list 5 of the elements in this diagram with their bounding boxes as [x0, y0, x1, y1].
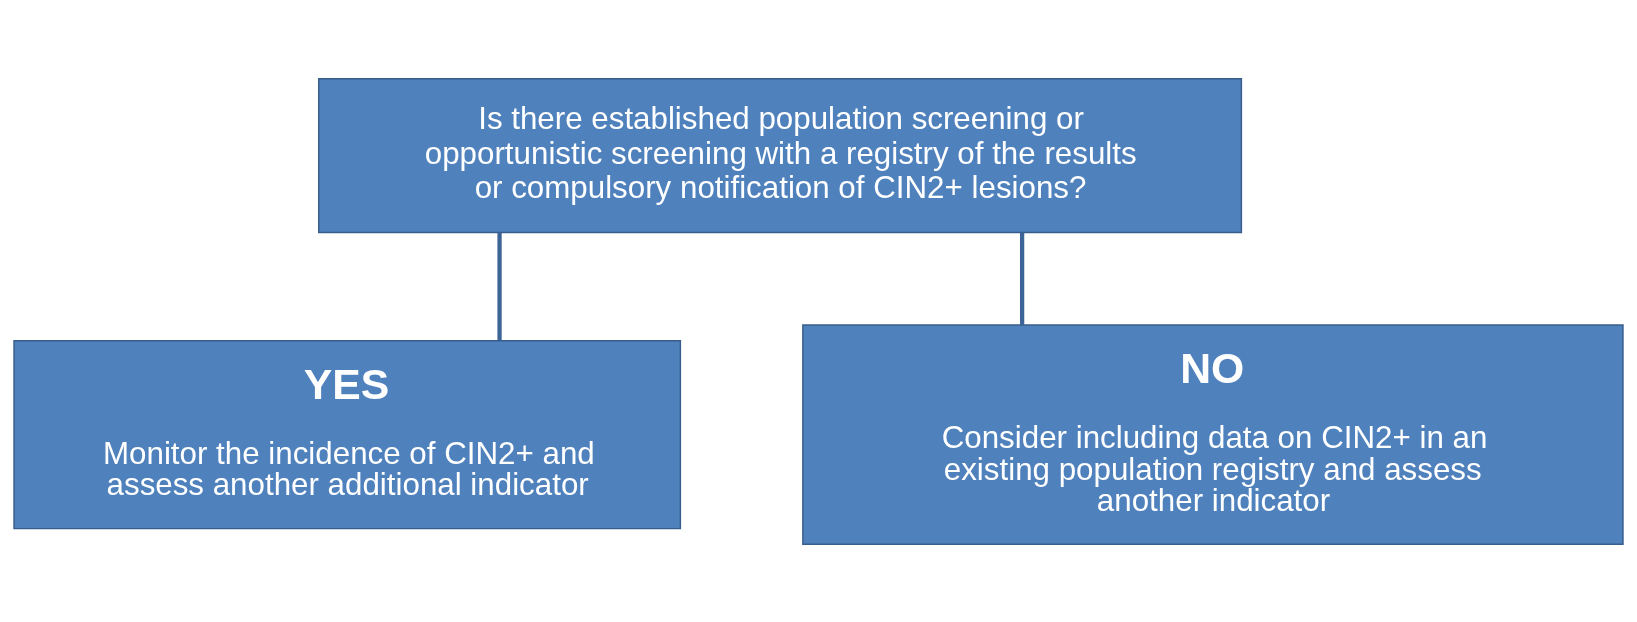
connector — [1019, 232, 1025, 325]
node-box: YES Monitor the incidence of CIN2+ and assess another additional indicator — [13, 339, 682, 529]
connector — [497, 232, 502, 340]
node-box: Is there established population screening or opportunistic screening with a registry of the results or compulsory notification of CIN2+ lesions? — [318, 77, 1243, 233]
node-box: NO Consider including data on CIN2+ in an existing population registry and assess another indicator — [802, 323, 1624, 545]
